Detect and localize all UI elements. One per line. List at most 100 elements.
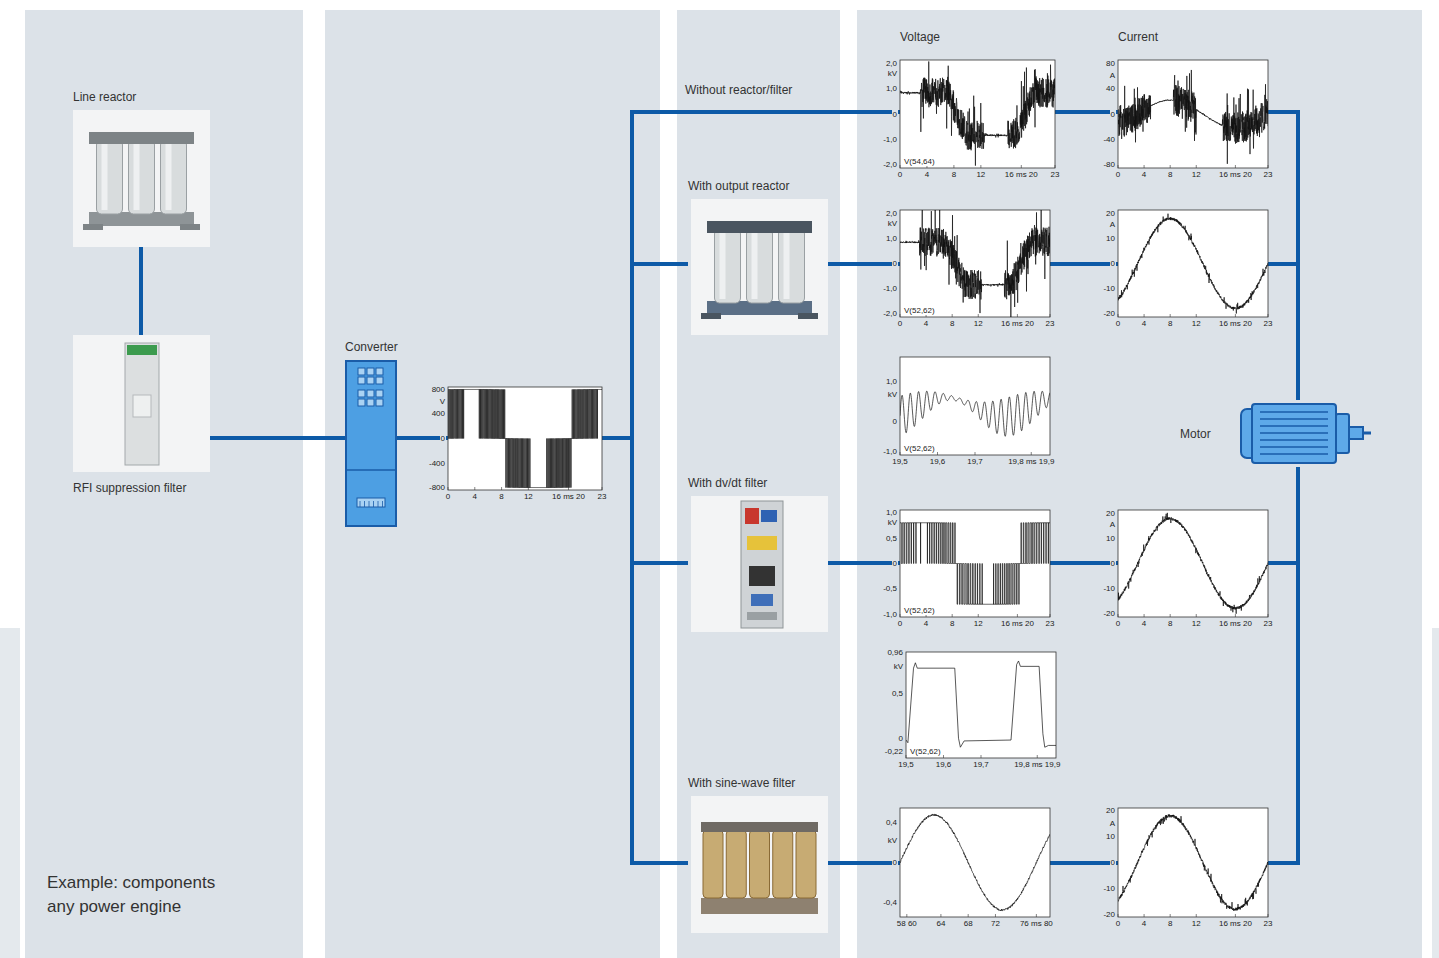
waveform	[1118, 70, 1268, 164]
panel	[25, 10, 303, 958]
axis-tick	[900, 614, 901, 617]
axis-label: -10	[1102, 884, 1116, 893]
axis-tick	[978, 614, 979, 617]
axis-tick	[602, 487, 603, 490]
axis-tick	[1031, 452, 1032, 455]
terminal-pin	[373, 501, 374, 507]
axis-tick	[1268, 314, 1269, 317]
axis-label: 12	[975, 170, 986, 179]
axis-tick	[900, 452, 901, 455]
filter-part	[751, 594, 773, 606]
coil-highlight	[134, 144, 140, 210]
motor-body	[1252, 404, 1336, 463]
axis-label: 8	[498, 492, 504, 501]
axis-label: 0	[892, 417, 898, 426]
axis-label: 19,8 ms 19,9	[1013, 760, 1061, 769]
axis-label: 23	[1263, 619, 1274, 628]
coil-highlight	[720, 233, 726, 299]
coil-highlight	[784, 233, 790, 299]
axis-label: 1,0	[885, 234, 898, 243]
axis-tick	[528, 487, 529, 490]
axis-label: 4	[923, 319, 929, 328]
axis-label: 4	[472, 492, 478, 501]
plot-frame	[1118, 808, 1268, 917]
axis-label: 8	[951, 170, 957, 179]
waveform-chart	[1118, 510, 1268, 617]
terminal-pin	[364, 501, 365, 507]
axis-label: 2,0	[885, 209, 898, 218]
axis-label: 19,6	[929, 457, 947, 466]
converter-module	[376, 377, 383, 384]
axis-tick	[1055, 165, 1056, 168]
waveform	[900, 814, 1050, 911]
axis-label: 16 ms 20	[1218, 170, 1253, 179]
connector-line	[210, 436, 345, 440]
axis-label: 0	[897, 619, 903, 628]
axis-label: -1,0	[882, 447, 898, 456]
axis-label: -1,0	[882, 610, 898, 619]
plot-frame	[900, 510, 1050, 617]
axis-label: 23	[597, 492, 608, 501]
axis-label: 12	[523, 492, 534, 501]
axis-label: -0,4	[882, 898, 898, 907]
axis-label: 19,6	[935, 760, 953, 769]
converter-module	[376, 368, 383, 375]
filter-part	[745, 508, 759, 524]
coil-highlight	[102, 144, 108, 210]
axis-tick	[1036, 914, 1037, 917]
waveform	[1118, 814, 1268, 910]
column-heading: Current	[1118, 30, 1158, 44]
axis-tick	[1235, 165, 1236, 168]
connector-line	[828, 467, 1298, 863]
motor-fin	[1260, 425, 1328, 426]
reactor-coil	[129, 140, 155, 214]
waveform	[1118, 214, 1268, 314]
axis-tick	[943, 755, 944, 758]
filter-coil	[773, 830, 793, 898]
connector-line	[139, 247, 143, 335]
axis-tick	[1196, 614, 1197, 617]
axis-tick	[1196, 165, 1197, 168]
node-label: Motor	[1175, 427, 1238, 441]
axis-tick	[995, 914, 996, 917]
plot-frame	[448, 387, 602, 490]
axis-label: 4	[1141, 919, 1147, 928]
filter-terminal	[747, 612, 777, 620]
motor-fin	[1260, 453, 1328, 454]
component-photo-art	[73, 110, 210, 247]
axis-label: 76 ms 80	[1019, 919, 1054, 928]
waveform-chart	[906, 652, 1056, 758]
converter-box-art	[345, 360, 397, 527]
filter-coil	[750, 830, 770, 898]
axis-tick	[1144, 614, 1145, 617]
component-photo: With output reactor	[688, 179, 828, 335]
reactor-yoke	[89, 132, 194, 144]
axis-tick	[900, 314, 901, 317]
branch-label: Without reactor/filter	[683, 83, 794, 97]
axis-label: 8	[949, 319, 955, 328]
filter-plate	[133, 395, 151, 417]
axis-label: kV	[887, 836, 898, 845]
axis-label: 0	[898, 734, 904, 743]
reactor-coil	[161, 140, 187, 214]
component-photo-art	[691, 199, 828, 335]
axis-label: 400	[431, 409, 446, 418]
plot-frame	[900, 808, 1050, 917]
axis-tick	[1037, 755, 1038, 758]
axis-label: 12	[1191, 619, 1202, 628]
axis-label: 0,5	[885, 534, 898, 543]
axis-label: 72	[990, 919, 1001, 928]
coil-highlight	[166, 144, 172, 210]
reactor-foot	[180, 224, 200, 230]
axis-label: 4	[923, 619, 929, 628]
axis-tick	[978, 314, 979, 317]
axis-label: 16 ms 20	[1004, 170, 1039, 179]
note: Example: components any power engine	[47, 871, 237, 919]
axis-label: 58 60	[896, 919, 918, 928]
motor-flange	[1336, 414, 1349, 453]
trace-name: V(54,64)	[903, 157, 936, 166]
axis-label: 12	[1191, 919, 1202, 928]
panel-edge	[1432, 628, 1439, 958]
plot-frame	[900, 357, 1050, 455]
